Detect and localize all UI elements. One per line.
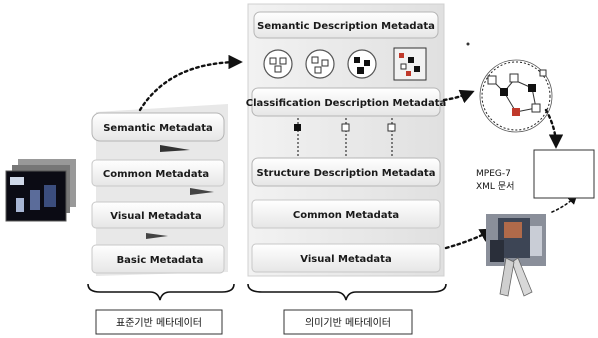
left-common-metadata-label: Common Metadata	[103, 169, 209, 180]
classification-description-box: Classification Description Metadata	[246, 87, 446, 117]
left-semantic-metadata-box: Semantic Metadata	[91, 112, 225, 142]
right-metadata-stack: Semantic Description Metadata	[246, 3, 446, 277]
left-caption-label: 표준기반 메타데이터	[116, 317, 202, 329]
right-common-metadata-box: Common Metadata	[251, 199, 441, 229]
right-visual-metadata-label: Visual Metadata	[300, 254, 391, 265]
xml-line-1: MPEG-7	[476, 169, 511, 179]
semantic-icon-row	[263, 47, 427, 81]
semantic-description-label: Semantic Description Metadata	[257, 21, 435, 32]
right-brace	[247, 283, 447, 301]
arrow-visual-to-person	[444, 228, 495, 250]
right-caption-label: 의미기반 메타데이터	[305, 317, 391, 329]
arrow-classification-to-graph	[442, 89, 475, 104]
right-caption-box: 의미기반 메타데이터	[283, 309, 413, 335]
circle-graph-icon	[305, 49, 335, 79]
mpeg7-xml-document-box: MPEG-7 XML 문서	[476, 149, 595, 199]
connector-wedge	[160, 145, 190, 152]
xml-line-2: XML 문서	[476, 181, 514, 192]
left-basic-metadata-label: Basic Metadata	[117, 255, 204, 266]
thumbnail-stack-icon	[5, 159, 76, 222]
structure-connectors	[294, 118, 396, 158]
right-common-metadata-label: Common Metadata	[293, 210, 399, 221]
molecule-graph-icon	[393, 47, 427, 81]
connector-wedge	[190, 188, 214, 195]
graph-icon	[479, 59, 553, 133]
semantic-description-box: Semantic Description Metadata	[253, 11, 439, 39]
right-visual-metadata-box: Visual Metadata	[251, 243, 441, 273]
left-caption-box: 표준기반 메타데이터	[95, 309, 223, 335]
left-visual-metadata-box: Visual Metadata	[91, 201, 225, 229]
classification-description-label: Classification Description Metadata	[246, 98, 446, 109]
left-visual-metadata-label: Visual Metadata	[110, 211, 201, 222]
left-semantic-metadata-label: Semantic Metadata	[103, 123, 213, 134]
left-basic-metadata-box: Basic Metadata	[91, 244, 225, 274]
left-common-metadata-box: Common Metadata	[91, 159, 225, 187]
video-person-icon	[486, 214, 546, 297]
circle-graph-icon	[347, 49, 377, 79]
structure-description-box: Structure Description Metadata	[251, 157, 441, 187]
circle-graph-icon	[263, 49, 293, 79]
left-brace	[87, 283, 235, 301]
left-metadata-stack: Semantic Metadata Common Metadata Visual…	[91, 104, 228, 276]
structure-description-label: Structure Description Metadata	[257, 168, 436, 179]
arrow-graph-to-xml	[544, 108, 564, 149]
arrow-semantic-to-description	[138, 54, 243, 112]
connector-wedge	[146, 233, 168, 239]
dot-mark	[466, 42, 470, 46]
